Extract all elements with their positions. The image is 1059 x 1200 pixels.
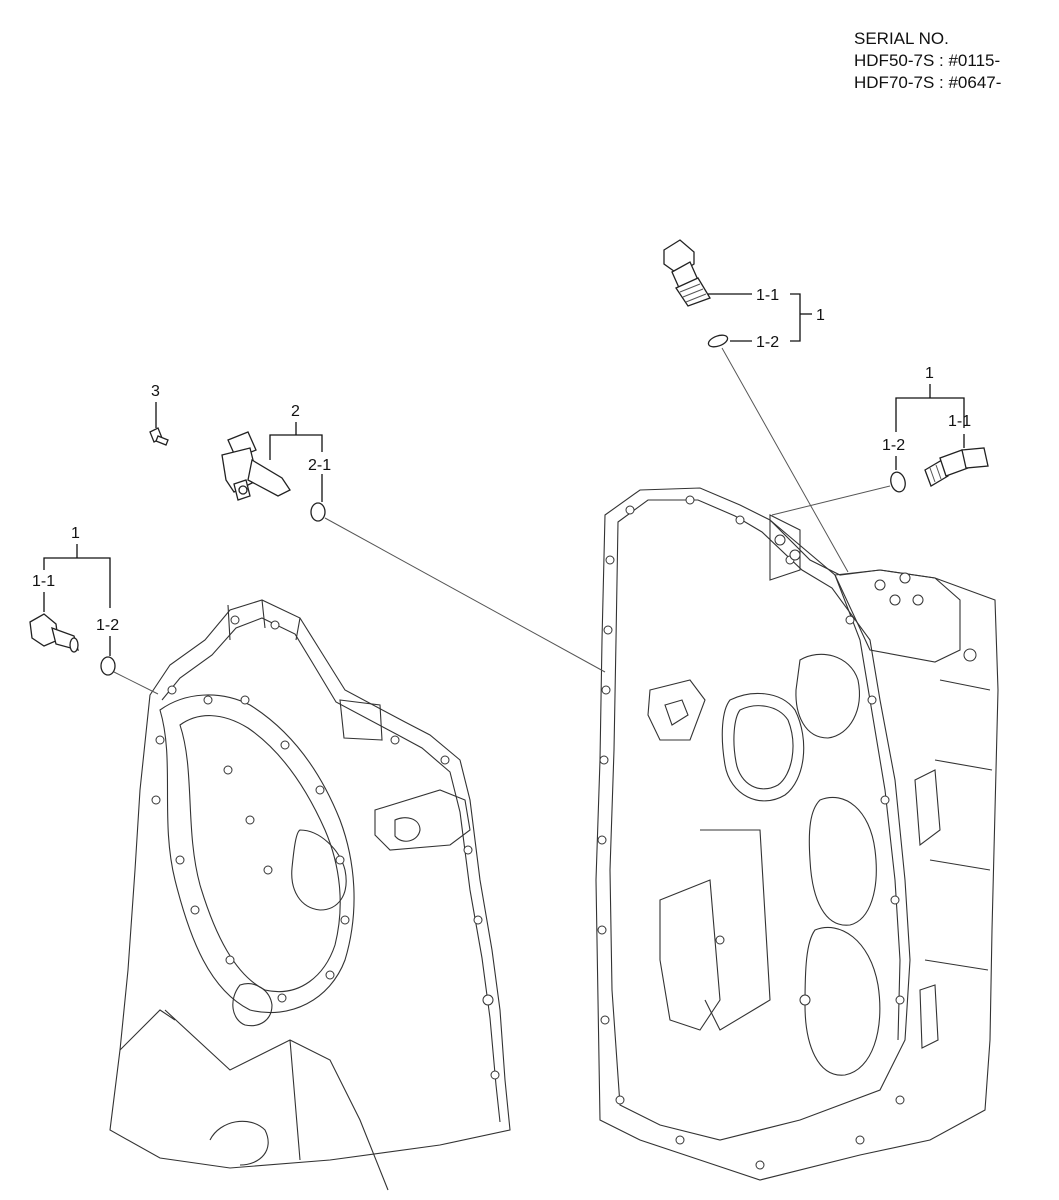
callout-label-1-2-left: 1-2: [96, 617, 119, 634]
callout-label-1-left: 1: [71, 525, 80, 542]
left-pressure-sensor[interactable]: [29, 613, 79, 653]
right-housing-bolt-holes: [597, 495, 977, 1170]
right-transmission-housing: [595, 487, 999, 1181]
serial-line-hdf70: HDF70-7S : #0647-: [854, 73, 1002, 92]
left-housing-bolt-holes: [151, 615, 500, 1080]
serial-number-block: SERIAL NO. HDF50-7S : #0115- HDF70-7S : …: [854, 28, 1001, 94]
callout-label-2-1: 2-1: [308, 457, 331, 474]
callout-label-1-2-right: 1-2: [882, 437, 905, 454]
serial-line-hdf50: HDF50-7S : #0115-: [854, 51, 1001, 70]
callout-label-1: 1: [816, 307, 825, 324]
callout-label-1-1: 1-1: [756, 287, 779, 304]
bolt-callout: 3: [151, 383, 160, 428]
callout-label-2: 2: [291, 403, 300, 420]
callout-label-1-1-left: 1-1: [32, 573, 55, 590]
center-callout: 2 2-1: [269, 403, 606, 673]
left-transmission-housing: [109, 599, 511, 1191]
callout-label-1-2: 1-2: [756, 334, 779, 351]
top-right-callout: 1-1 1-2 1: [708, 287, 849, 573]
bolt-part[interactable]: [149, 427, 169, 446]
right-callout: 1 1-1 1-2: [771, 365, 971, 516]
right-temperature-sensor[interactable]: [924, 447, 989, 487]
callout-label-1-1-right: 1-1: [948, 413, 971, 430]
left-callout: 1 1-1 1-2: [32, 525, 159, 695]
callout-label-1-right: 1: [925, 365, 934, 382]
serial-heading: SERIAL NO.: [854, 29, 949, 48]
right-sensor-o-ring[interactable]: [889, 471, 908, 494]
callout-label-3: 3: [151, 383, 160, 400]
left-sensor-o-ring[interactable]: [100, 656, 116, 676]
speed-sensor[interactable]: [221, 431, 291, 501]
top-fitting-sensor[interactable]: [663, 239, 711, 307]
speed-sensor-o-ring[interactable]: [310, 502, 326, 522]
top-fitting-o-ring[interactable]: [707, 333, 729, 349]
